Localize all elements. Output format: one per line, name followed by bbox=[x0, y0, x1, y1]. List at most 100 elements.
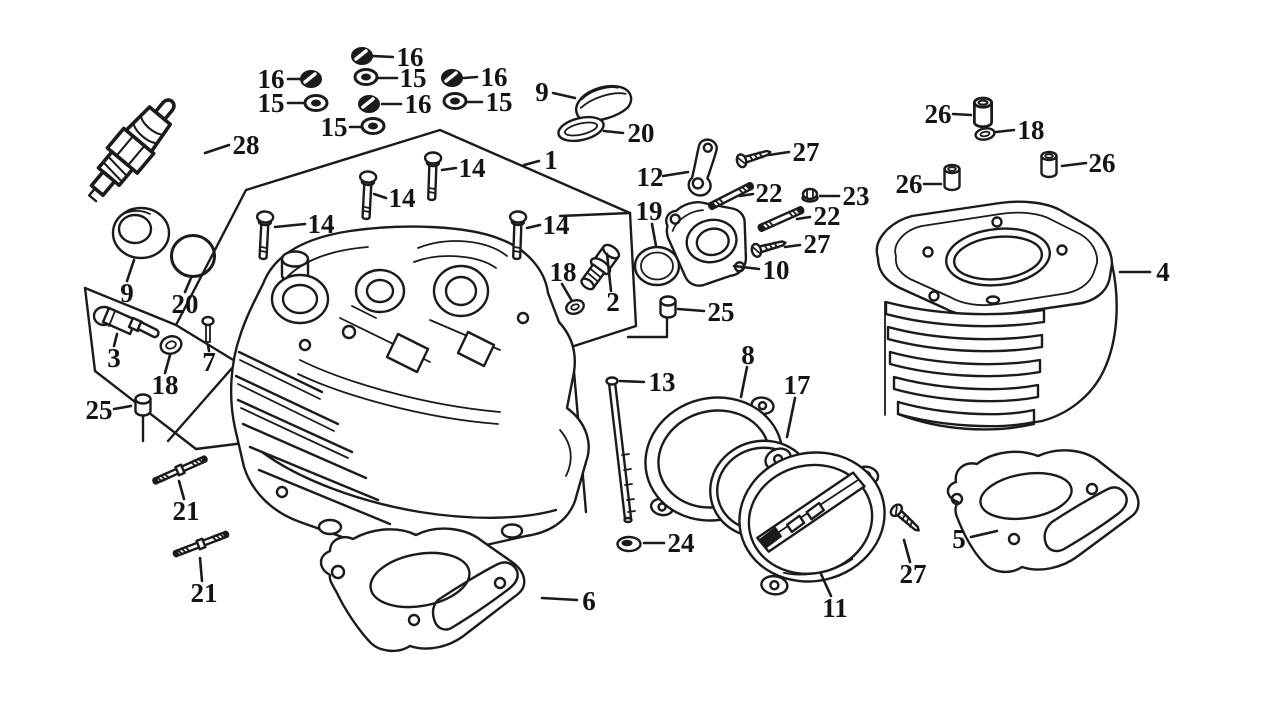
valve-guide bbox=[385, 332, 430, 374]
leader-line-25 bbox=[676, 307, 706, 313]
callout-number-9: 9 bbox=[120, 278, 134, 308]
leader-line-13 bbox=[618, 379, 646, 384]
head-valve-spring bbox=[354, 268, 406, 314]
base-gasket-bore bbox=[979, 471, 1073, 521]
head-gasket-bore bbox=[369, 551, 471, 609]
screw-27 bbox=[734, 144, 774, 170]
callout-number-27: 27 bbox=[804, 229, 831, 259]
cap-nut-16 bbox=[356, 93, 382, 115]
dowel-pin-26 bbox=[972, 96, 994, 129]
o-ring-19 bbox=[633, 245, 681, 287]
callout-number-23: 23 bbox=[843, 181, 870, 211]
leader-line-26 bbox=[951, 112, 973, 117]
callout-number-16: 16 bbox=[481, 62, 508, 92]
cap-mid-leader-line bbox=[626, 316, 669, 339]
cylinder-bore bbox=[945, 227, 1051, 287]
washer-24 bbox=[616, 535, 642, 553]
callout-number-18: 18 bbox=[152, 370, 179, 400]
leader-line-21 bbox=[177, 479, 186, 501]
callout-number-27: 27 bbox=[793, 137, 820, 167]
washer-15 bbox=[353, 68, 379, 86]
callout-number-11: 11 bbox=[822, 593, 848, 623]
cap-nut-16 bbox=[349, 45, 375, 67]
callout-number-27: 27 bbox=[900, 559, 927, 589]
callout-number-19: 19 bbox=[636, 196, 663, 226]
leader-line-22 bbox=[738, 192, 755, 198]
callout-number-6: 6 bbox=[582, 586, 596, 616]
leader-line-19 bbox=[650, 222, 658, 248]
side-cover-11 bbox=[738, 447, 886, 596]
leader-line-16 bbox=[370, 54, 395, 59]
base-gasket bbox=[946, 449, 1140, 574]
callout-number-26: 26 bbox=[896, 169, 923, 199]
head-gasket bbox=[319, 527, 526, 653]
cylinder-skirt bbox=[1028, 262, 1118, 425]
leader-line-12 bbox=[661, 170, 690, 178]
leader-line-7 bbox=[206, 343, 211, 353]
thermo-sensor bbox=[92, 305, 160, 339]
crossing-line bbox=[166, 365, 235, 443]
leader-line-3 bbox=[112, 332, 119, 348]
washer-15 bbox=[442, 92, 468, 110]
cylinder bbox=[875, 200, 1118, 431]
head-bolt-14 bbox=[253, 209, 275, 261]
callout-number-15: 15 bbox=[258, 88, 285, 118]
small-bolt-7 bbox=[201, 315, 215, 343]
callout-number-14: 14 bbox=[308, 209, 335, 239]
head-stub-boss bbox=[280, 250, 310, 268]
bracket-12 bbox=[687, 138, 718, 197]
valve-tappet-2 bbox=[580, 243, 621, 291]
callout-number-17: 17 bbox=[784, 370, 811, 400]
callout-number-7: 7 bbox=[202, 347, 216, 377]
leader-line-18 bbox=[994, 128, 1016, 134]
o-ring-18-mid bbox=[565, 298, 585, 316]
callout-number-16: 16 bbox=[405, 89, 432, 119]
callout-number-4: 4 bbox=[1156, 257, 1170, 287]
intake-insulator-10 bbox=[665, 201, 748, 287]
callout-number-21: 21 bbox=[173, 496, 200, 526]
leader-line-20 bbox=[183, 276, 193, 294]
screw-27 bbox=[887, 501, 925, 537]
washer-15 bbox=[303, 94, 329, 112]
callout-number-20: 20 bbox=[172, 289, 199, 319]
callout-number-24: 24 bbox=[668, 528, 695, 558]
callout-number-14: 14 bbox=[459, 153, 486, 183]
o-ring-18-left bbox=[159, 335, 183, 355]
callout-number-26: 26 bbox=[925, 99, 952, 129]
callout-number-22: 22 bbox=[814, 201, 841, 231]
callout-number-26: 26 bbox=[1089, 148, 1116, 178]
head-cooling-fins bbox=[234, 350, 392, 526]
callout-number-3: 3 bbox=[107, 343, 121, 373]
leader-line-27 bbox=[902, 538, 912, 564]
callout-number-14: 14 bbox=[389, 183, 416, 213]
head-bolt-14 bbox=[422, 151, 443, 202]
o-ring-18-right bbox=[974, 127, 996, 141]
callout-number-21: 21 bbox=[191, 578, 218, 608]
leader-line-9 bbox=[125, 258, 136, 283]
cylinder-head bbox=[229, 225, 590, 558]
leader-line-5 bbox=[969, 529, 999, 539]
cylinder-cooling-fins bbox=[884, 300, 1046, 431]
leader-line-17 bbox=[785, 396, 797, 439]
head-right-port bbox=[432, 264, 490, 318]
leader-line-27 bbox=[783, 243, 802, 249]
callout-number-12: 12 bbox=[637, 162, 664, 192]
callout-number-9: 9 bbox=[535, 77, 549, 107]
callout-number-18: 18 bbox=[1018, 115, 1045, 145]
region-1-box-top bbox=[558, 211, 632, 218]
leader-line-25 bbox=[112, 404, 133, 411]
callout-number-25: 25 bbox=[86, 395, 113, 425]
callout-number-22: 22 bbox=[756, 178, 783, 208]
leader-line-14 bbox=[440, 166, 458, 172]
region-1-outline bbox=[174, 128, 638, 349]
cap-nut-16 bbox=[439, 67, 465, 89]
head-left-port bbox=[270, 273, 330, 325]
sealing-cap-25 bbox=[659, 295, 677, 319]
leader-line-21 bbox=[198, 556, 204, 583]
callout-number-25: 25 bbox=[708, 297, 735, 327]
callout-number-5: 5 bbox=[952, 524, 966, 554]
callout-number-20: 20 bbox=[628, 118, 655, 148]
leader-line-14 bbox=[372, 192, 388, 200]
